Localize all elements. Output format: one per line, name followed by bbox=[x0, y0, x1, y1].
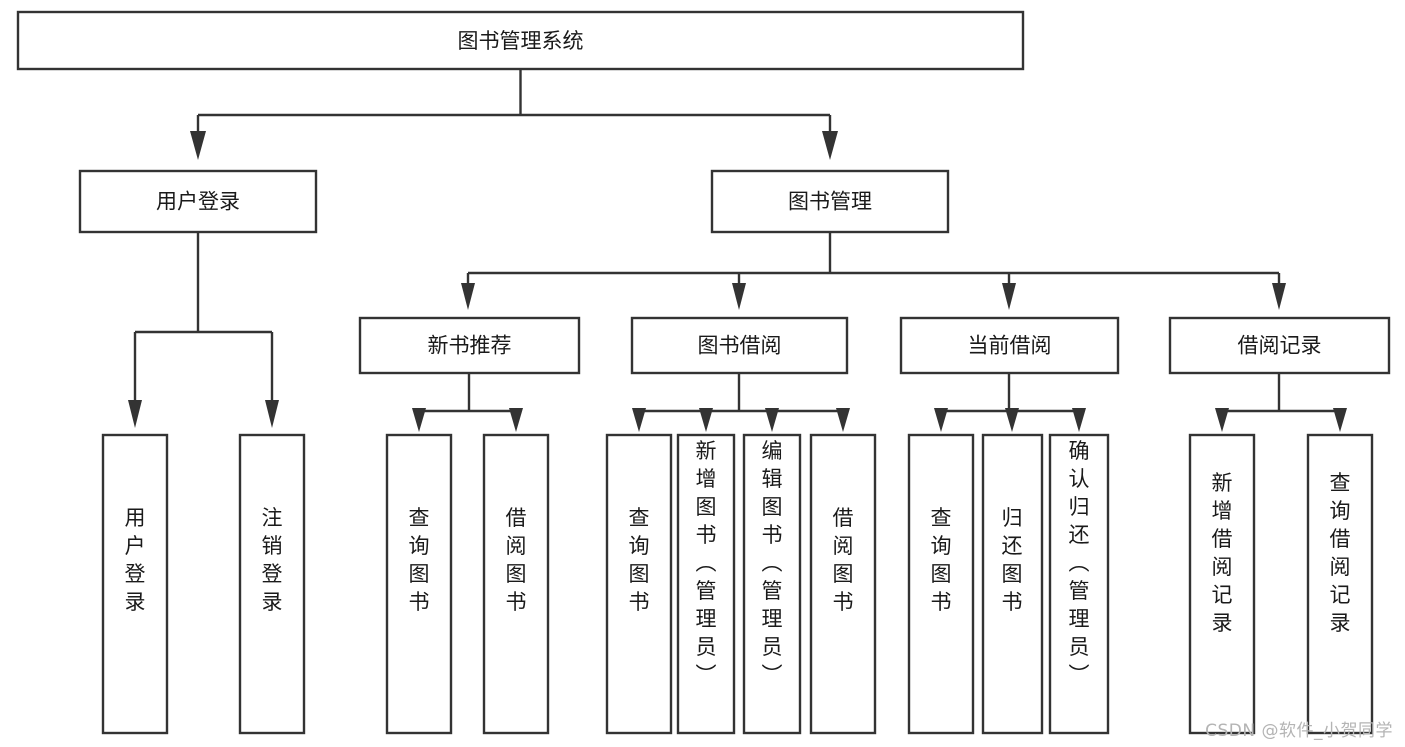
leaf-query-book-3-box[interactable] bbox=[907, 433, 975, 735]
leaf-borrow-book-2-box[interactable] bbox=[809, 433, 877, 735]
leaf-edit-book-admin-label: 编辑图书︵管理员︶ bbox=[762, 439, 783, 687]
node-leaf-query-book-2[interactable]: 查询图书 bbox=[605, 433, 673, 735]
arrowhead-leaf-logout bbox=[265, 400, 279, 428]
leaf-logout-box[interactable] bbox=[238, 433, 306, 735]
leaf-add-borrow-record-box[interactable] bbox=[1188, 433, 1256, 735]
node-user-login[interactable]: 用户登录 bbox=[78, 169, 318, 234]
arrowhead-leaf-user-login bbox=[128, 400, 142, 428]
arrowhead-borrow-add bbox=[699, 408, 713, 432]
arrowhead-borrow-lend bbox=[836, 408, 850, 432]
connector-layer bbox=[128, 69, 1347, 432]
arrowhead-record bbox=[1272, 283, 1286, 310]
book-borrow-box[interactable] bbox=[630, 316, 849, 375]
leaf-edit-book-admin-box[interactable] bbox=[742, 433, 802, 735]
node-leaf-query-book-1[interactable]: 查询图书 bbox=[385, 433, 453, 735]
book-management-label: 图书管理 bbox=[788, 190, 872, 214]
book-management-box[interactable] bbox=[710, 169, 950, 234]
leaf-user-login-label: 用户登录 bbox=[125, 506, 146, 614]
leaf-borrow-book-1-box[interactable] bbox=[482, 433, 550, 735]
arrowhead-current-query bbox=[934, 408, 948, 432]
arrowhead-newbook bbox=[461, 283, 475, 310]
node-leaf-logout[interactable]: 注销登录 bbox=[238, 433, 306, 735]
borrow-record-box[interactable] bbox=[1168, 316, 1391, 375]
leaf-query-book-1-label: 查询图书 bbox=[409, 506, 430, 614]
leaf-user-login-box[interactable] bbox=[101, 433, 169, 735]
arrowhead-book-mgmt bbox=[822, 131, 838, 160]
leaf-query-book-1-box[interactable] bbox=[385, 433, 453, 735]
arrowhead-newbook-query bbox=[412, 408, 426, 432]
arrowhead-record-add bbox=[1215, 408, 1229, 432]
new-book-recommend-box[interactable] bbox=[358, 316, 581, 375]
arrowhead-current-return bbox=[1005, 408, 1019, 432]
csdn-watermark: CSDN @软件_小贺同学 bbox=[1205, 721, 1393, 741]
borrow-record-label: 借阅记录 bbox=[1238, 334, 1322, 358]
node-new-book-recommend[interactable]: 新书推荐 bbox=[358, 316, 581, 375]
node-root[interactable]: 图书管理系统 bbox=[16, 10, 1025, 71]
user-login-box[interactable] bbox=[78, 169, 318, 234]
leaf-return-book-label: 归还图书 bbox=[1002, 506, 1023, 614]
arrowhead-user-login bbox=[190, 131, 206, 160]
arrowhead-borrow-query bbox=[632, 408, 646, 432]
leaf-query-book-2-box[interactable] bbox=[605, 433, 673, 735]
node-borrow-record[interactable]: 借阅记录 bbox=[1168, 316, 1391, 375]
node-leaf-borrow-book-2[interactable]: 借阅图书 bbox=[809, 433, 877, 735]
node-current-borrow[interactable]: 当前借阅 bbox=[899, 316, 1120, 375]
node-leaf-confirm-return-admin[interactable]: 确认归还︵管理员︶ bbox=[1048, 433, 1110, 735]
leaf-confirm-return-admin-box[interactable] bbox=[1048, 433, 1110, 735]
current-borrow-box[interactable] bbox=[899, 316, 1120, 375]
arrowhead-current bbox=[1002, 283, 1016, 310]
new-book-recommend-label: 新书推荐 bbox=[428, 334, 512, 358]
node-book-management[interactable]: 图书管理 bbox=[710, 169, 950, 234]
arrowhead-borrow bbox=[732, 283, 746, 310]
leaf-borrow-book-2-label: 借阅图书 bbox=[833, 506, 854, 614]
node-leaf-edit-book-admin[interactable]: 编辑图书︵管理员︶ bbox=[742, 433, 802, 735]
current-borrow-label: 当前借阅 bbox=[968, 334, 1052, 358]
root-label: 图书管理系统 bbox=[458, 29, 584, 53]
leaf-logout-label: 注销登录 bbox=[262, 506, 283, 614]
leaf-add-borrow-record-label: 新增借阅记录 bbox=[1212, 471, 1233, 635]
node-leaf-return-book[interactable]: 归还图书 bbox=[981, 433, 1044, 735]
leaf-query-book-3-label: 查询图书 bbox=[931, 506, 952, 614]
arrowhead-record-query bbox=[1333, 408, 1347, 432]
arrowhead-newbook-borrow bbox=[509, 408, 523, 432]
node-book-borrow[interactable]: 图书借阅 bbox=[630, 316, 849, 375]
leaf-query-borrow-record-box[interactable] bbox=[1306, 433, 1374, 735]
user-login-label: 用户登录 bbox=[156, 190, 240, 214]
node-leaf-add-borrow-record[interactable]: 新增借阅记录 bbox=[1188, 433, 1256, 735]
leaf-borrow-book-1-label: 借阅图书 bbox=[506, 506, 527, 614]
leaf-add-book-admin-label: 新增图书︵管理员︶ bbox=[696, 439, 717, 687]
node-leaf-add-book-admin[interactable]: 新增图书︵管理员︶ bbox=[676, 433, 736, 735]
leaf-query-book-2-label: 查询图书 bbox=[629, 506, 650, 614]
root-box[interactable] bbox=[16, 10, 1025, 71]
leaf-return-book-box[interactable] bbox=[981, 433, 1044, 735]
node-leaf-borrow-book-1[interactable]: 借阅图书 bbox=[482, 433, 550, 735]
arrowhead-borrow-edit bbox=[765, 408, 779, 432]
leaf-add-book-admin-box[interactable] bbox=[676, 433, 736, 735]
node-leaf-query-borrow-record[interactable]: 查询借阅记录 bbox=[1306, 433, 1374, 735]
arrowhead-current-confirm bbox=[1072, 408, 1086, 432]
node-leaf-user-login[interactable]: 用户登录 bbox=[101, 433, 169, 735]
book-borrow-label: 图书借阅 bbox=[698, 334, 782, 358]
leaf-query-borrow-record-label: 查询借阅记录 bbox=[1330, 471, 1351, 635]
node-leaf-query-book-3[interactable]: 查询图书 bbox=[907, 433, 975, 735]
leaf-confirm-return-admin-label: 确认归还︵管理员︶ bbox=[1069, 439, 1090, 687]
